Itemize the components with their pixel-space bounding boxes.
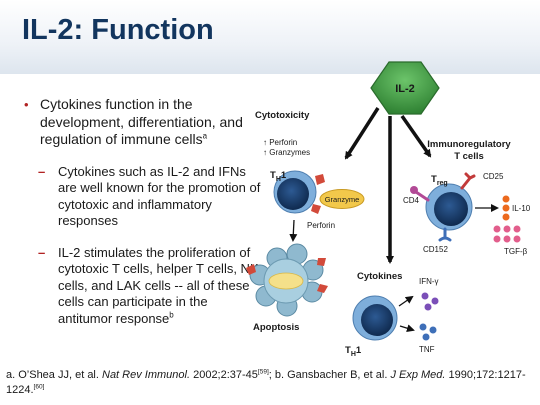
tnf-label: TNF: [419, 345, 435, 354]
granzyme-label: Granzyme: [325, 195, 360, 204]
tgfb-label: TGF-β: [504, 247, 528, 256]
arrow-to-immunoregulatory: [400, 114, 432, 158]
cd4-label: CD4: [403, 196, 420, 205]
bullet-sub-1-text: Cytokines such as IL-2 and IFNs are well…: [58, 163, 261, 229]
cd152-label: CD152: [423, 245, 448, 254]
immunoregulatory-heading-2: T cells: [454, 151, 484, 162]
apoptotic-cell: [246, 243, 328, 317]
arrow-to-ifn: [398, 295, 414, 307]
bullet-sub-2-sup: b: [169, 310, 174, 320]
arrow-to-tnf: [399, 324, 415, 333]
tgfb-dots: [493, 225, 521, 243]
bullet-main-text: Cytokines function in the development, d…: [40, 96, 243, 147]
ifn-dots: [421, 292, 439, 311]
bullet-sub-1: – Cytokines such as IL-2 and IFNs are we…: [38, 164, 264, 230]
th1-cytotoxic-label: TH1: [270, 170, 287, 183]
arrow-to-cytotoxicity: [344, 107, 380, 160]
il2-hub: IL-2: [370, 61, 440, 115]
apoptosis-label: Apoptosis: [253, 322, 299, 333]
cytotoxicity-heading: Cytotoxicity: [255, 110, 310, 121]
bullet-main-sup: a: [202, 131, 208, 141]
tnf-dots: [419, 323, 437, 341]
th1-cytotoxic-cell: [273, 170, 325, 214]
arrow-to-apoptosis: [289, 219, 298, 242]
slide-title: IL-2: Function: [22, 14, 214, 46]
bullet-sub-2: – IL-2 stimulates the proliferation of c…: [38, 245, 264, 328]
cd25-label: CD25: [483, 172, 504, 181]
title-bar: IL-2: Function: [0, 0, 540, 74]
hub-label: IL-2: [395, 83, 415, 95]
granzymes-up-label: ↑ Granzymes: [263, 148, 310, 157]
bullet-main: • Cytokines function in the development,…: [24, 96, 264, 149]
bullet-dot-icon: •: [24, 97, 29, 112]
ifn-label: IFN-γ: [419, 277, 439, 286]
reference-footnote: a. O’Shea JJ, et al. Nat Rev Immunol. 20…: [6, 368, 526, 396]
cytokines-heading: Cytokines: [357, 271, 402, 282]
granzyme-ellipse: [319, 189, 365, 209]
hub-hexagon: [370, 61, 440, 115]
treg-cell: [410, 172, 476, 242]
il10-dots: [502, 195, 510, 221]
dash-icon: –: [38, 244, 46, 260]
bullet-list: • Cytokines function in the development,…: [24, 96, 264, 327]
th1-cytokine-label: TH1: [345, 345, 362, 358]
il10-label: IL-10: [512, 204, 531, 213]
immunoregulatory-heading-1: Immunoregulatory: [427, 139, 511, 150]
perforin-label: Perforin: [307, 221, 335, 230]
perforin-up-label: ↑ Perforin: [263, 138, 297, 147]
treg-label: Treg: [431, 174, 448, 187]
dash-icon: –: [38, 163, 46, 179]
th1-cytokine-cell: [352, 295, 398, 341]
bullet-sub-2-text: IL-2 stimulates the proliferation of cyt…: [58, 244, 259, 326]
